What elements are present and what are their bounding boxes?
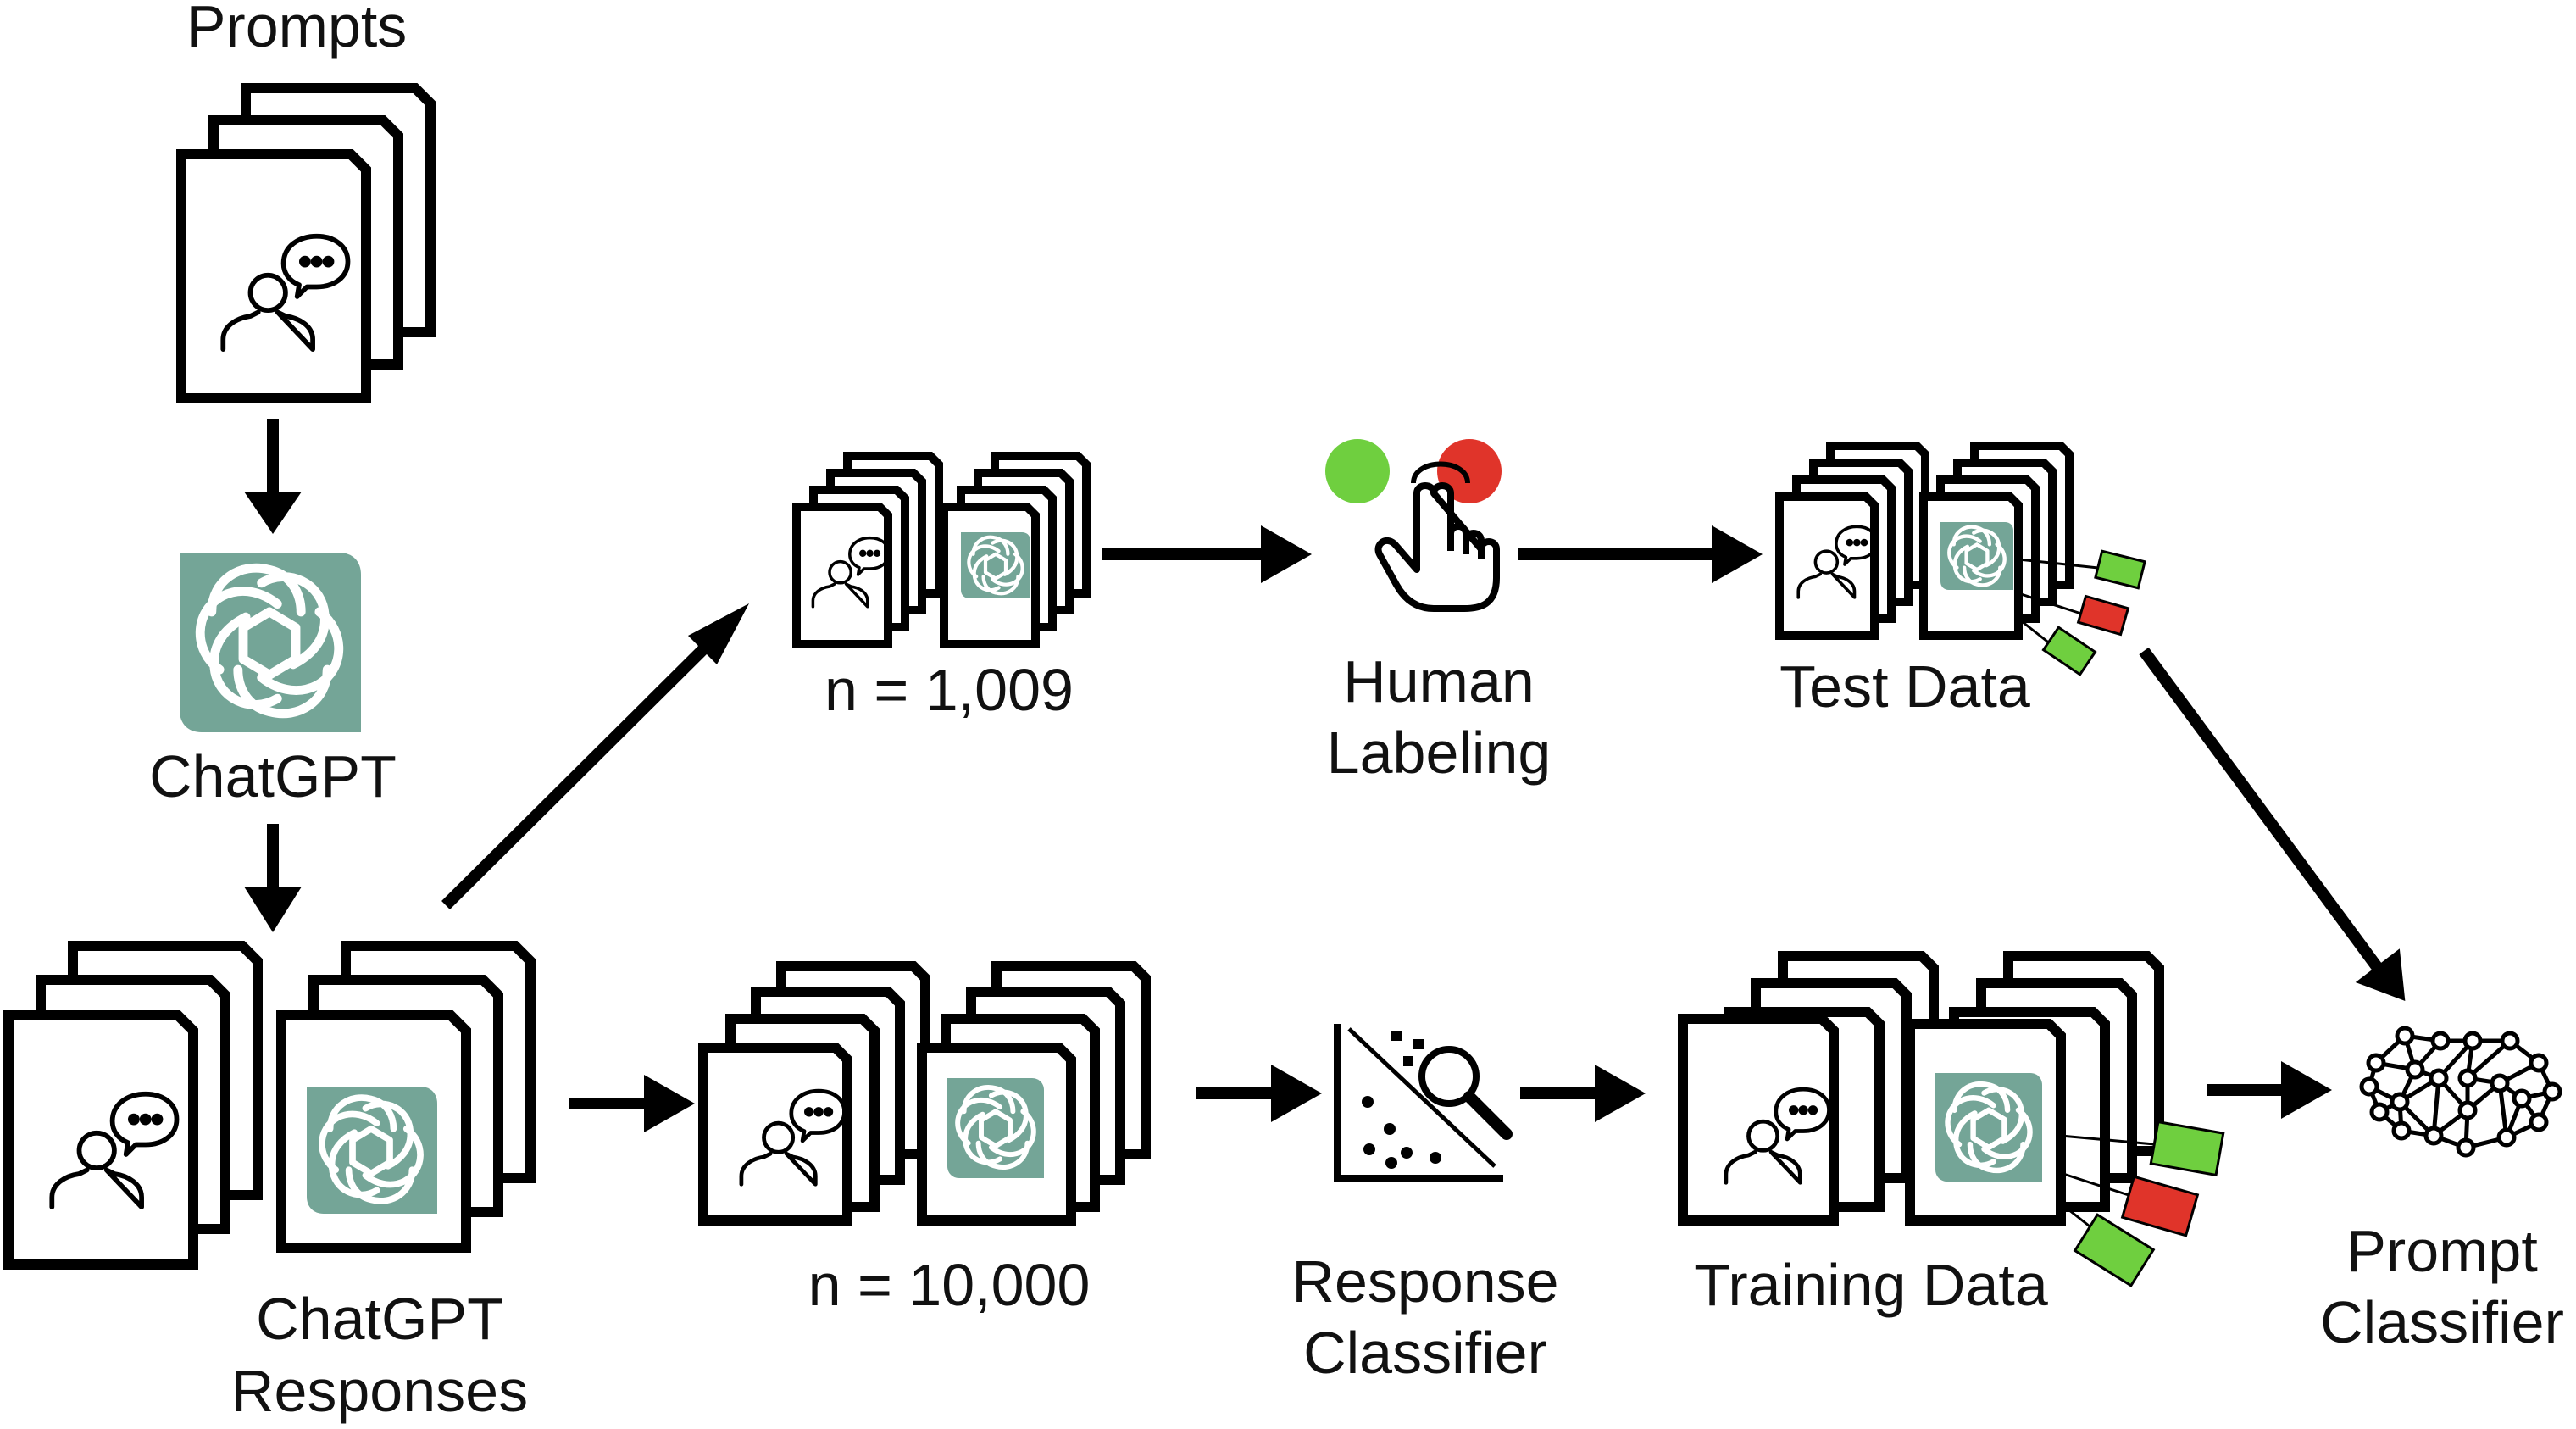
responses-label-line1: ChatGPT (256, 1286, 503, 1352)
openai-logo-icon (180, 553, 361, 732)
arrow-icon (1196, 1065, 1322, 1122)
training-data-label: Training Data (1694, 1252, 2048, 1318)
arrow-icon (2207, 1061, 2332, 1119)
responses-document-stack (3, 941, 536, 1270)
sample-10000-document-stack (698, 961, 1151, 1226)
prompt-classifier-line2: Classifier (2320, 1289, 2564, 1355)
prompts-document-stack (176, 83, 436, 403)
arrow-icon (1520, 1065, 1646, 1122)
tag-icon (2018, 549, 2146, 676)
openai-logo-icon (1935, 1073, 2042, 1182)
prompts-label: Prompts (186, 0, 408, 59)
human-labeling-line1: Human (1343, 648, 1535, 714)
response-classifier-line2: Classifier (1303, 1320, 1547, 1386)
openai-logo-icon (947, 1078, 1044, 1178)
arrow-icon (244, 419, 302, 534)
training-data-document-stack (1678, 951, 2225, 1287)
arrow-icon (569, 1075, 695, 1132)
chatgpt-label: ChatGPT (149, 743, 397, 809)
sample-1009-document-stack (792, 452, 1091, 648)
scatter-classifier-icon (1334, 1024, 1513, 1182)
test-data-label: Test Data (1779, 653, 2030, 720)
n-test-label: n = 1,009 (824, 657, 1074, 723)
openai-logo-icon (1940, 522, 2013, 590)
openai-logo-icon (961, 532, 1030, 598)
arrow-icon (1518, 525, 1763, 583)
tap-hand-icon (1325, 439, 1502, 612)
openai-logo-icon (307, 1087, 437, 1214)
test-data-document-stack (1775, 442, 2146, 676)
response-classifier-line1: Response (1291, 1248, 1558, 1315)
neural-network-icon (2359, 1026, 2562, 1158)
tag-icon (2060, 1120, 2225, 1287)
prompt-classifier-line1: Prompt (2346, 1218, 2538, 1284)
responses-label-line2: Responses (231, 1358, 528, 1424)
arrow-icon (244, 824, 302, 932)
arrow-icon (1102, 525, 1312, 583)
human-labeling-line2: Labeling (1327, 720, 1552, 786)
arrow-icon (441, 603, 749, 909)
arrow-icon (2139, 647, 2406, 1001)
n-train-label: n = 10,000 (808, 1252, 1091, 1318)
